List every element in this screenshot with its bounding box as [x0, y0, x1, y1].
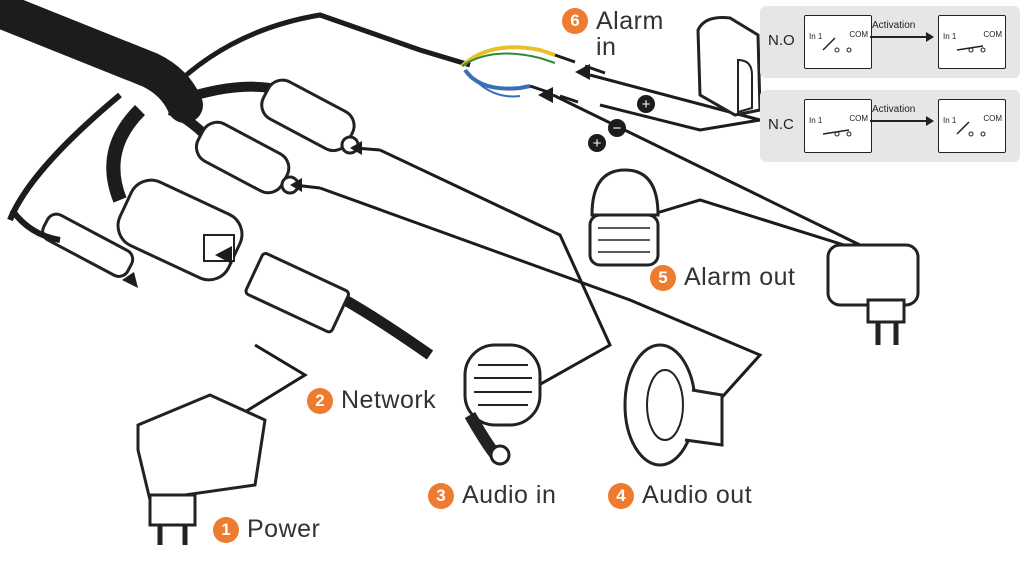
callout-number: 4: [608, 482, 634, 509]
plus-marker-2: +: [588, 134, 606, 152]
callout-number: 2: [307, 387, 333, 414]
activation-label-no: Activation: [872, 20, 916, 31]
minus-marker: −: [608, 119, 626, 137]
relay-panel-nc: N.C In 1 COM Activation In 1 COM: [760, 90, 1020, 162]
wire-blue: [463, 68, 531, 91]
relay-mode-no: N.O: [768, 32, 795, 49]
callout-audio-out: 4 Audio out: [608, 481, 752, 510]
callout-power: 1 Power: [213, 515, 320, 544]
network-connector: [116, 178, 244, 282]
speaker-icon: [623, 343, 724, 467]
callout-label: Audio out: [642, 481, 753, 509]
callout-label: Power: [247, 515, 321, 543]
power-connector: [41, 212, 135, 278]
power-adapter-icon: [136, 393, 267, 545]
callout-alarm-in: 6 Alarm in: [562, 8, 686, 60]
callout-number: 1: [213, 516, 239, 543]
svg-text:−: −: [613, 120, 622, 137]
audio-out-connector: [260, 78, 360, 155]
microphone-icon: [463, 343, 542, 466]
callout-label: Network: [341, 386, 437, 414]
activation-label-nc: Activation: [872, 104, 916, 115]
siren-icon: [588, 168, 660, 267]
wire-green: [461, 52, 556, 67]
activation-arrow: [870, 32, 934, 42]
wire-blue2: [467, 71, 521, 98]
relay-switch-closed-icon: In 1 COM: [938, 15, 1006, 69]
wire-yellow: [460, 45, 556, 68]
relay-switch-open-icon: In 1 COM: [804, 15, 872, 69]
callout-alarm-out: 5 Alarm out: [650, 263, 795, 292]
callout-number: 6: [562, 8, 588, 34]
callout-audio-in: 3 Audio in: [428, 481, 556, 510]
relay-switch-closed-icon: In 1 COM: [804, 99, 872, 153]
callout-label: Audio in: [462, 481, 557, 509]
callout-label: Alarm out: [684, 263, 796, 291]
plus-marker: +: [637, 95, 655, 113]
callout-network: 2 Network: [307, 386, 436, 415]
main-cable: [0, 0, 203, 123]
pir-sensor-icon: [696, 16, 762, 117]
relay-mode-nc: N.C: [768, 116, 794, 133]
relay-switch-open-icon: In 1 COM: [938, 99, 1006, 153]
network-plug-icon: [244, 252, 350, 334]
callout-number: 5: [650, 264, 676, 291]
activation-arrow: [870, 116, 934, 126]
callout-number: 3: [428, 482, 454, 509]
alarm-lead-wire: [168, 12, 471, 92]
adapter-icon: [826, 243, 920, 345]
svg-text:+: +: [593, 135, 602, 152]
audio-in-connector: [194, 120, 300, 195]
callout-label: Alarm in: [596, 7, 664, 61]
svg-text:+: +: [642, 96, 651, 113]
relay-panel-no: N.O In 1 COM Activation In 1 COM: [760, 6, 1020, 78]
